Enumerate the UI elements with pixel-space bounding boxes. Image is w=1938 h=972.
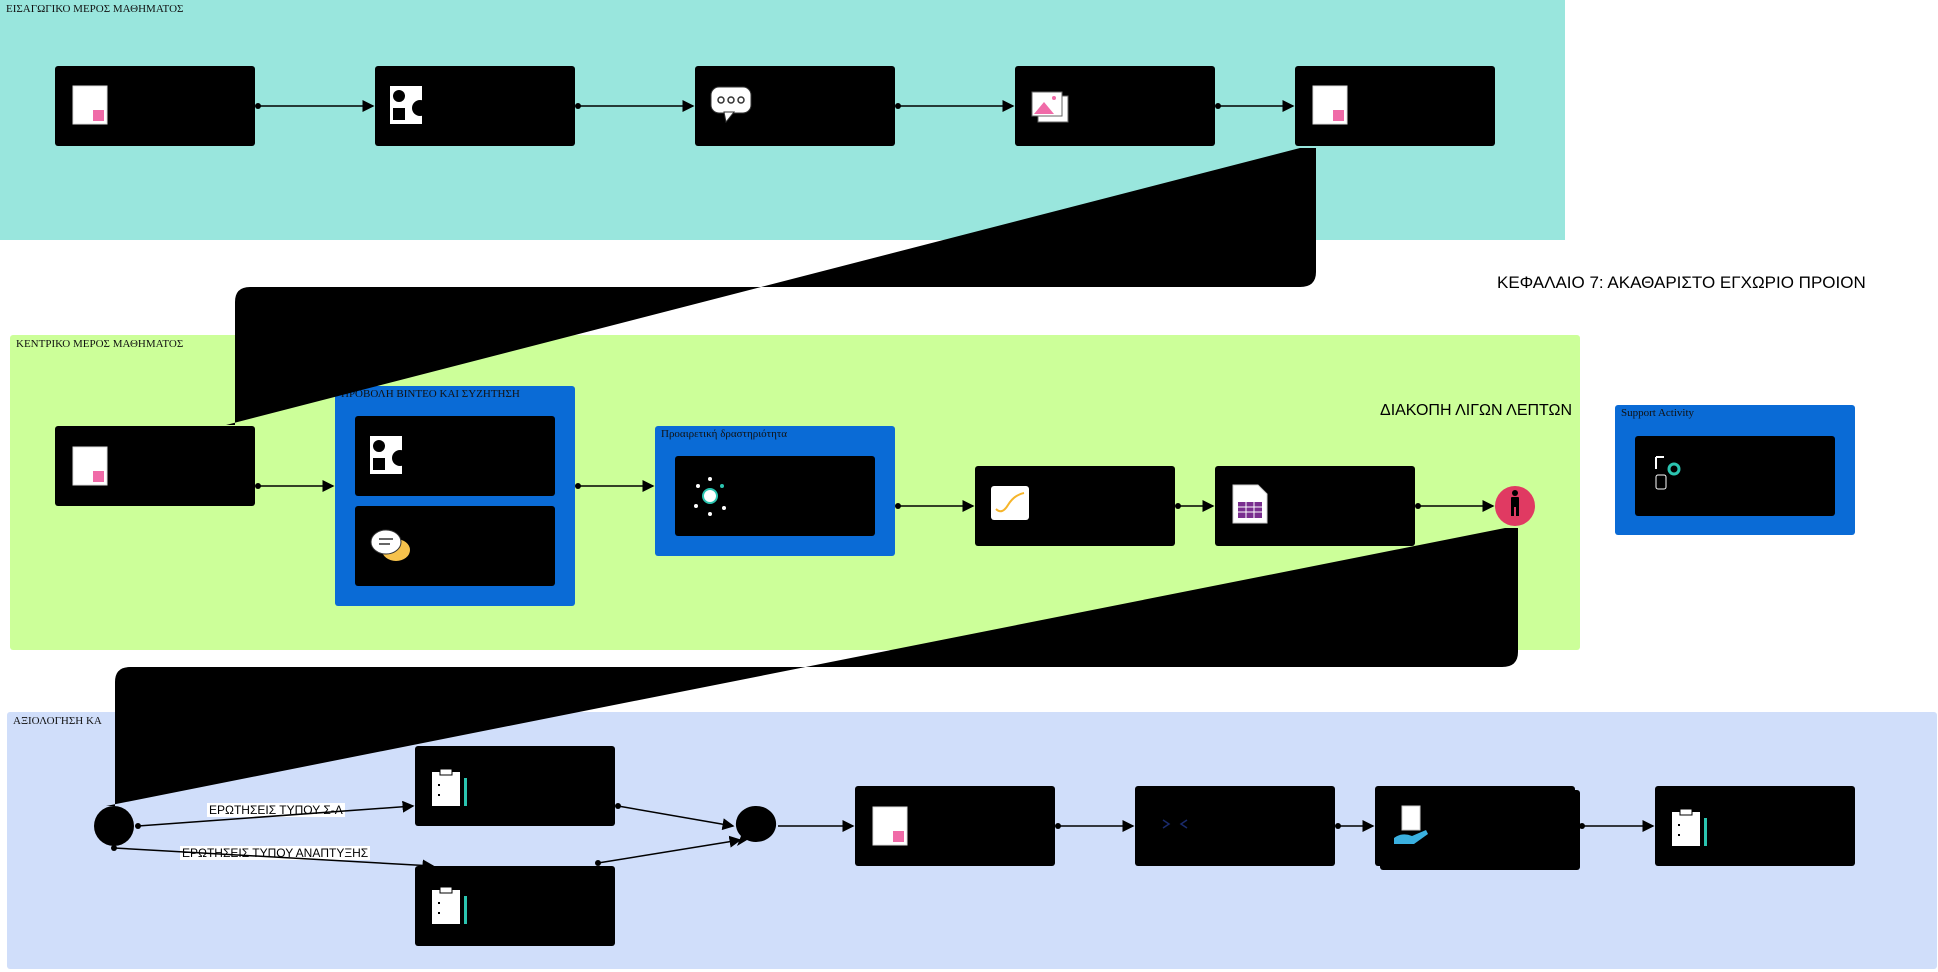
chat-bubbles-icon (370, 529, 410, 561)
group-video-label: ΠΡΟΒΟΛΗ ΒΙΝΤΕΟ ΚΑΙ ΣΥΖΗΤΗΣΗ (341, 388, 520, 400)
start-gateway (94, 806, 134, 846)
tools-icon (1655, 456, 1681, 490)
edge-gateway-dev (113, 847, 435, 872)
document-icon (72, 446, 108, 486)
lane-intro-label: ΕΙΣΑΓΩΓΙΚΟ ΜΕΡΟΣ ΜΑΘΗΜΑΤΟΣ (6, 3, 184, 15)
support-node-1[interactable] (1635, 436, 1835, 516)
lane-assessment-label: ΑΞΙΟΛΟΓΗΣΗ ΚΑ (13, 715, 102, 727)
hand-document-icon (1394, 805, 1428, 844)
group-support-label: Support Activity (1621, 407, 1695, 419)
shapes-icon (370, 436, 406, 474)
document-icon (1312, 85, 1348, 125)
page-title: ΚΕΦΑΛΑΙΟ 7: ΑΚΑΘΑΡΙΣΤΟ ΕΓΧΩΡΙΟ ΠΡΟΙΟΝ (1497, 273, 1866, 292)
speech-bubble-icon (710, 86, 752, 124)
break-note: ΔΙΑΚΟΠΗ ΛΙΓΩΝ ΛΕΠΤΩΝ (1380, 402, 1573, 419)
edge-gateway-tf (137, 800, 415, 827)
edge-label-dev: ΕΡΩΤΗΣΕΙΣ ΤΥΠΟΥ ΑΝΑΠΤΥΞΗΣ (180, 846, 371, 860)
document-icon (72, 85, 108, 125)
edge-dev-merge (597, 835, 742, 864)
document-icon (872, 806, 908, 846)
lane-main-label: ΚΕΝΤΡΙΚΟ ΜΕΡΟΣ ΜΑΘΗΜΑΤΟΣ (16, 338, 184, 350)
images-icon (1031, 91, 1069, 123)
lane-connector-intro-main (226, 148, 1316, 425)
clipboard-icon (1672, 808, 1707, 846)
lightbulb-icon (694, 477, 726, 516)
clipboard-icon (432, 768, 467, 806)
group-optional-label: Προαιρετική δραστηριότητα (661, 428, 788, 440)
lane-connector-main-assess (106, 528, 1518, 806)
edge-tf-merge (617, 805, 735, 831)
person-icon (1511, 490, 1519, 516)
chart-icon (991, 486, 1029, 520)
spreadsheet-icon (1232, 484, 1268, 524)
clipboard-icon (432, 886, 467, 924)
shapes-icon (390, 86, 426, 124)
assess-code-node[interactable] (1135, 786, 1335, 866)
code-icon (1162, 819, 1188, 829)
merge-gateway (735, 805, 777, 846)
